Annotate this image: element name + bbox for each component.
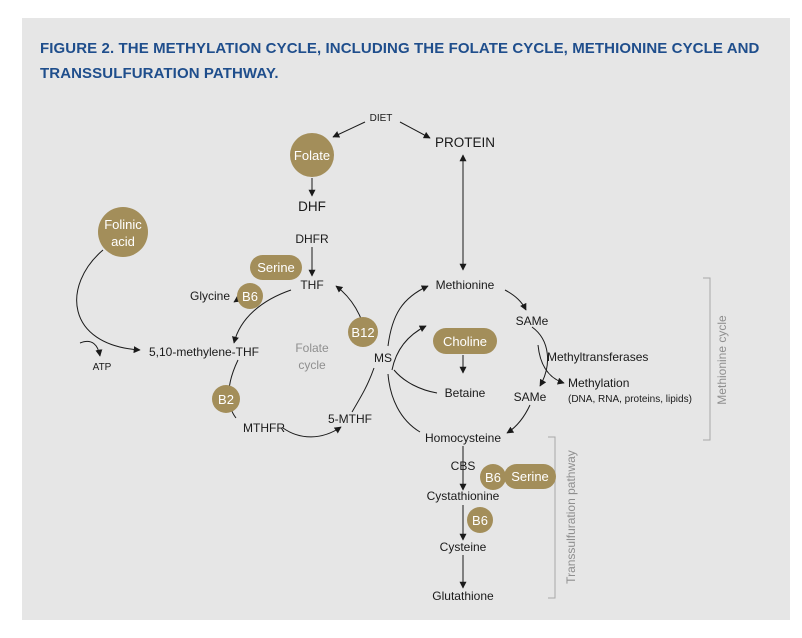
label-folate-cycle-2: cycle [298,358,326,372]
arrow-methionine-to-same [504,289,527,311]
chip-b2-label: B2 [218,392,234,407]
arc-homocysteine-to-ms [387,373,421,433]
arc-5mthf-to-ms [351,367,375,413]
arrow-folinic-to-methylene [76,249,141,354]
label-methylation: Methylation [568,376,629,390]
chip-b2: B2 [212,385,240,413]
label-same-2: SAMe [514,390,547,404]
label-folate-cycle-1: Folate [295,341,329,355]
bracket-methionine-cycle [703,277,711,441]
chip-folinic-label-1: Folinic [104,217,142,232]
label-betaine: Betaine [445,386,486,400]
chip-choline: Choline [433,328,497,354]
label-homocysteine: Homocysteine [425,431,501,445]
label-methionine-cycle: Methionine cycle [715,315,729,405]
label-protein: PROTEIN [435,135,495,150]
label-cystathionine: Cystathionine [427,489,500,503]
chip-folinic-label-2: acid [111,234,135,249]
label-cbs: CBS [451,459,476,473]
chip-b6-cysteine: B6 [467,507,493,533]
chip-serine-cbs-label: Serine [511,469,549,484]
arrow-to-methylation [537,344,565,385]
label-dhf: DHF [298,199,326,214]
label-methionine: Methionine [436,278,495,292]
label-methylene-thf: 5,10-methylene-THF [149,345,259,359]
label-glutathione: Glutathione [432,589,494,603]
chip-folate-label: Folate [294,148,330,163]
arrow-diet-to-folate [332,121,366,138]
figure-panel [22,18,790,620]
chip-b12-label: B12 [351,325,374,340]
arrow-thf-to-methylene [232,289,292,344]
chip-choline-label: Choline [443,334,487,349]
chip-b6-cbs: B6 [480,464,506,490]
chip-serine-thf-label: Serine [257,260,295,275]
chip-serine-cbs: Serine [504,464,556,489]
label-atp: ATP [93,362,112,373]
label-methylation-detail: (DNA, RNA, proteins, lipids) [568,394,692,405]
arrow-diet-to-protein [399,121,431,139]
bracket-transsulfuration [548,436,556,599]
arrow-same-to-same [531,326,549,387]
chip-b6-glycine: B6 [237,283,263,309]
label-ms: MS [374,351,392,365]
label-transsulfuration-pathway: Transsulfuration pathway [564,450,578,584]
label-cysteine: Cysteine [440,540,487,554]
arc-betaine-to-ms [393,369,438,394]
label-methyltransferases: Methyltransferases [547,350,648,364]
arrow-ms-to-methionine [387,285,429,347]
chip-b6-cysteine-label: B6 [472,513,488,528]
chip-b6-cbs-label: B6 [485,470,501,485]
label-same-1: SAMe [516,314,549,328]
chip-serine-thf: Serine [250,255,302,280]
chip-b12: B12 [348,317,378,347]
label-dhfr: DHFR [295,232,329,246]
arrow-mthfr-to-5mthf [282,426,342,438]
figure-title: FIGURE 2. THE METHYLATION CYCLE, INCLUDI… [40,40,760,82]
chip-b6-glycine-label: B6 [242,289,258,304]
label-glycine: Glycine [190,289,230,303]
arrow-atp [79,340,103,357]
label-thf: THF [300,278,323,292]
label-5-mthf: 5-MTHF [328,412,372,426]
chip-folate: Folate [290,133,334,177]
chip-folinic-acid: Folinic acid [98,207,148,257]
label-mthfr: MTHFR [243,421,285,435]
arrow-same-to-homocysteine [506,404,531,434]
arrow-ms-bottom [391,325,427,371]
label-diet: DIET [370,113,393,124]
